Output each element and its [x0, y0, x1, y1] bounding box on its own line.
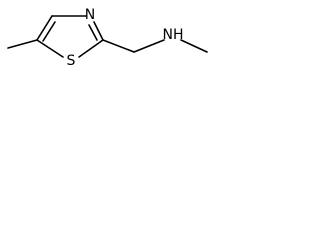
bond-n3-c2-double — [88, 24, 98, 41]
amine-label: NH — [163, 27, 184, 43]
bond-s1-c5 — [36, 39, 64, 58]
bond-c5-c4-double — [42, 21, 56, 42]
ring-nitrogen-label: N — [85, 7, 95, 23]
bond-c2-s1 — [78, 39, 104, 58]
sulfur-atom: S — [67, 53, 76, 69]
bond-c2-ch2 — [102, 39, 135, 53]
amine-atom: NH — [163, 27, 184, 43]
bond-ch2-nh — [133, 39, 165, 53]
bond-c5-c4 — [36, 15, 53, 41]
bond-n3-c2 — [93, 21, 104, 41]
molecular-structure: N S NH — [7, 7, 208, 69]
ring-nitrogen-atom: N — [85, 7, 95, 23]
bond-nh-methyl — [180, 39, 208, 53]
bond-methyl-c5 — [7, 39, 38, 49]
sulfur-label: S — [67, 53, 76, 69]
